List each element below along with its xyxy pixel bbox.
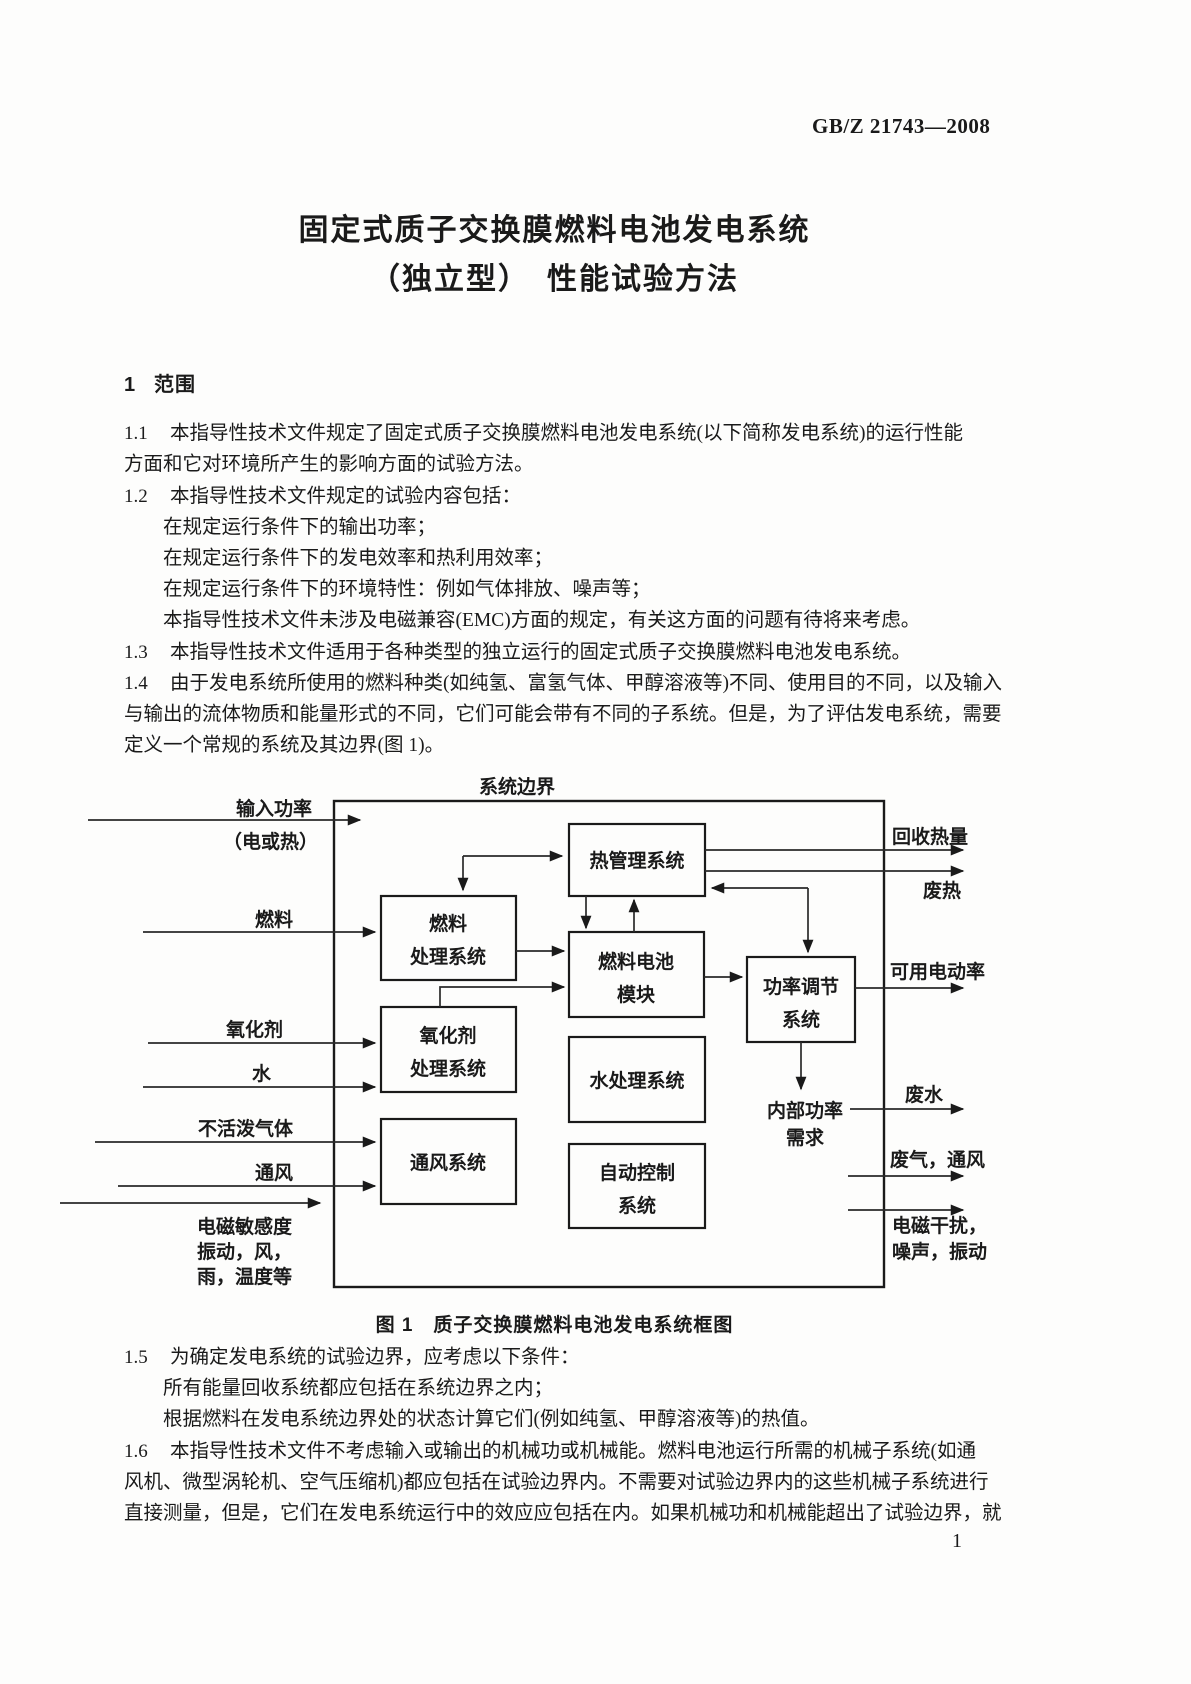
clause-line: 1.2 本指导性技术文件规定的试验内容包括： bbox=[124, 481, 1004, 512]
input-power-label-2: （电或热） bbox=[223, 830, 318, 853]
clause-text: 由于发电系统所使用的燃料种类(如纯氢、富氢气体、甲醇溶液等)不同、使用目的不同，… bbox=[170, 672, 1002, 694]
internal-power-demand-label-1: 内部功率 bbox=[767, 1099, 843, 1122]
oxidant-label: 氧化剂 bbox=[226, 1018, 283, 1041]
clause-line: 1.5 为确定发电系统的试验边界，应考虑以下条件： bbox=[124, 1342, 1004, 1373]
clause-text: 直接测量，但是，它们在发电系统运行中的效应应包括在内。如果机械功和机械能超出了试… bbox=[124, 1503, 1002, 1525]
ventilation-label: 通风系统 bbox=[410, 1151, 486, 1174]
standard-code: GB/Z 21743—2008 bbox=[812, 114, 991, 138]
available-power-label: 可用电动率 bbox=[890, 960, 985, 983]
clause-number: 1.3 bbox=[124, 641, 148, 663]
clause-text: 在规定运行条件下的输出功率； bbox=[163, 516, 437, 538]
water-label: 水 bbox=[252, 1063, 272, 1085]
section-heading: 1 范围 bbox=[124, 370, 1004, 401]
title-line-2: （独立型） 性能试验方法 bbox=[370, 263, 739, 296]
clause-line: 直接测量，但是，它们在发电系统运行中的效应应包括在内。如果机械功和机械能超出了试… bbox=[124, 1498, 1004, 1529]
internal-power-demand-label-2: 需求 bbox=[786, 1126, 825, 1149]
title-line-1: 固定式质子交换膜燃料电池发电系统 bbox=[298, 214, 811, 247]
clause-line: 1.6 本指导性技术文件不考虑输入或输出的机械功或机械能。燃料电池运行所需的机械子… bbox=[124, 1436, 1004, 1467]
thermal-management-box bbox=[567, 822, 707, 898]
recovered-heat-label: 回收热量 bbox=[892, 825, 968, 848]
clause-text: 本指导性技术文件规定的试验内容包括： bbox=[170, 485, 522, 507]
clause-text: 所有能量回收系统都应包括在系统边界之内； bbox=[163, 1378, 554, 1400]
clause-number: 1.1 bbox=[124, 423, 148, 445]
clause-text: 根据燃料在发电系统边界处的状态计算它们(例如纯氢、甲醇溶液等)的热值。 bbox=[163, 1409, 820, 1431]
auto-control-box bbox=[567, 1142, 707, 1230]
figure-1-caption: 图 1 质子交换膜燃料电池发电系统框图 bbox=[375, 1315, 734, 1336]
em-sensitivity-label-1: 电磁敏感度 bbox=[197, 1215, 293, 1238]
document-title: 固定式质子交换膜燃料电池发电系统 （独立型） 性能试验方法 bbox=[124, 206, 985, 304]
emi-label-1: 电磁干扰， bbox=[892, 1214, 987, 1237]
fuel-cell-module-label-1: 燃料电池 bbox=[598, 950, 674, 973]
clause-line: 在规定运行条件下的环境特性：例如气体排放、噪声等； bbox=[124, 574, 1004, 605]
conn-oxidproc-to-fuelcell bbox=[439, 981, 566, 1007]
clause-line: 1.1 本指导性技术文件规定了固定式质子交换膜燃料电池发电系统(以下简称发电系统)… bbox=[124, 418, 1004, 449]
clause-line: 与输出的流体物质和能量形式的不同，它们可能会带有不同的子系统。但是，为了评估发电… bbox=[124, 699, 1004, 730]
clause-number: 1.4 bbox=[124, 672, 148, 694]
clause-line: 本指导性技术文件未涉及电磁兼容(EMC)方面的规定，有关这方面的问题有待将来考虑… bbox=[124, 605, 1004, 636]
clause-number: 1.6 bbox=[124, 1440, 148, 1462]
power-conditioning-label-1: 功率调节 bbox=[763, 975, 839, 998]
clause-text: 本指导性技术文件未涉及电磁兼容(EMC)方面的规定，有关这方面的问题有待将来考虑… bbox=[163, 610, 921, 632]
clause-line: 所有能量回收系统都应包括在系统边界之内； bbox=[124, 1373, 1004, 1404]
fuel-cell-module-label-2: 模块 bbox=[617, 983, 656, 1006]
clause-text: 风机、微型涡轮机、空气压缩机)都应包括在试验边界内。不需要对试验边界内的这些机械… bbox=[124, 1471, 989, 1493]
em-sensitivity-label-2: 振动，风， bbox=[197, 1240, 292, 1263]
oxidant-processing-box bbox=[379, 1005, 518, 1094]
inert-gas-label: 不活泼气体 bbox=[198, 1117, 294, 1140]
fuel-processing-label-2: 处理系统 bbox=[409, 945, 486, 968]
exhaust-vent-label: 废气，通风 bbox=[890, 1148, 985, 1171]
page-number: 1 bbox=[952, 1530, 962, 1552]
clause-text: 与输出的流体物质和能量形式的不同，它们可能会带有不同的子系统。但是，为了评估发电… bbox=[124, 704, 1002, 726]
clause-line: 方面和它对环境所产生的影响方面的试验方法。 bbox=[124, 449, 1004, 480]
clause-line: 1.4 由于发电系统所使用的燃料种类(如纯氢、富氢气体、甲醇溶液等)不同、使用目的… bbox=[124, 668, 1004, 699]
clause-text: 在规定运行条件下的发电效率和热利用效率； bbox=[163, 548, 554, 570]
fuel-processing-box bbox=[379, 894, 518, 982]
clause-line: 风机、微型涡轮机、空气压缩机)都应包括在试验边界内。不需要对试验边界内的这些机械… bbox=[124, 1467, 1004, 1498]
waste-water-label: 废水 bbox=[905, 1083, 944, 1106]
emi-label-2: 噪声，振动 bbox=[892, 1240, 987, 1263]
clause-text: 本指导性技术文件不考虑输入或输出的机械功或机械能。燃料电池运行所需的机械子系统(… bbox=[170, 1440, 976, 1462]
clause-number: 1.2 bbox=[124, 485, 148, 507]
power-conditioning-label-2: 系统 bbox=[782, 1008, 820, 1031]
thermal-management-label: 热管理系统 bbox=[589, 849, 684, 872]
clause-text: 定义一个常规的系统及其边界(图 1)。 bbox=[124, 735, 445, 757]
fuel-processing-label-1: 燃料 bbox=[429, 912, 467, 935]
section-1-scope: 1 范围 1.1 本指导性技术文件规定了固定式质子交换膜燃料电池发电系统(以下简称发… bbox=[124, 370, 1004, 761]
system-boundary-box bbox=[332, 799, 886, 1289]
clause-line: 定义一个常规的系统及其边界(图 1)。 bbox=[124, 730, 1004, 761]
oxidant-processing-label-2: 处理系统 bbox=[409, 1057, 486, 1080]
clause-number: 1.5 bbox=[124, 1347, 148, 1368]
fuel-cell-module-box bbox=[567, 930, 706, 1019]
ventilation-input-label: 通风 bbox=[255, 1162, 293, 1184]
water-treatment-label: 水处理系统 bbox=[589, 1069, 684, 1092]
clause-text: 本指导性技术文件规定了固定式质子交换膜燃料电池发电系统(以下简称发电系统)的运行… bbox=[170, 423, 963, 445]
section-number: 1 bbox=[124, 374, 137, 396]
section-1-scope-continued: 1.5 为确定发电系统的试验边界，应考虑以下条件： 所有能量回收系统都应包括在系统… bbox=[124, 1342, 1004, 1529]
auto-control-label-2: 系统 bbox=[618, 1194, 656, 1217]
clause-text: 本指导性技术文件适用于各种类型的独立运行的固定式质子交换膜燃料电池发电系统。 bbox=[170, 641, 912, 663]
em-sensitivity-label-3: 雨，温度等 bbox=[197, 1265, 292, 1288]
system-boundary-label: 系统边界 bbox=[479, 775, 555, 798]
ventilation-box bbox=[379, 1117, 518, 1206]
oxidant-processing-label-1: 氧化剂 bbox=[419, 1024, 476, 1047]
fuel-label: 燃料 bbox=[255, 908, 293, 931]
clause-line: 在规定运行条件下的发电效率和热利用效率； bbox=[124, 543, 1004, 574]
auto-control-label-1: 自动控制 bbox=[599, 1161, 675, 1184]
section-title: 范围 bbox=[154, 374, 196, 396]
water-treatment-box bbox=[567, 1035, 707, 1124]
clause-line: 在规定运行条件下的输出功率； bbox=[124, 512, 1004, 543]
clause-line: 根据燃料在发电系统边界处的状态计算它们(例如纯氢、甲醇溶液等)的热值。 bbox=[124, 1404, 1004, 1435]
clause-text: 方面和它对环境所产生的影响方面的试验方法。 bbox=[124, 454, 534, 476]
clause-text: 在规定运行条件下的环境特性：例如气体排放、噪声等； bbox=[163, 579, 651, 601]
input-power-label-1: 输入功率 bbox=[236, 797, 312, 820]
clause-line: 1.3 本指导性技术文件适用于各种类型的独立运行的固定式质子交换膜燃料电池发电系统… bbox=[124, 637, 1004, 668]
clause-text: 为确定发电系统的试验边界，应考虑以下条件： bbox=[170, 1347, 580, 1368]
waste-heat-label: 废热 bbox=[923, 879, 961, 902]
